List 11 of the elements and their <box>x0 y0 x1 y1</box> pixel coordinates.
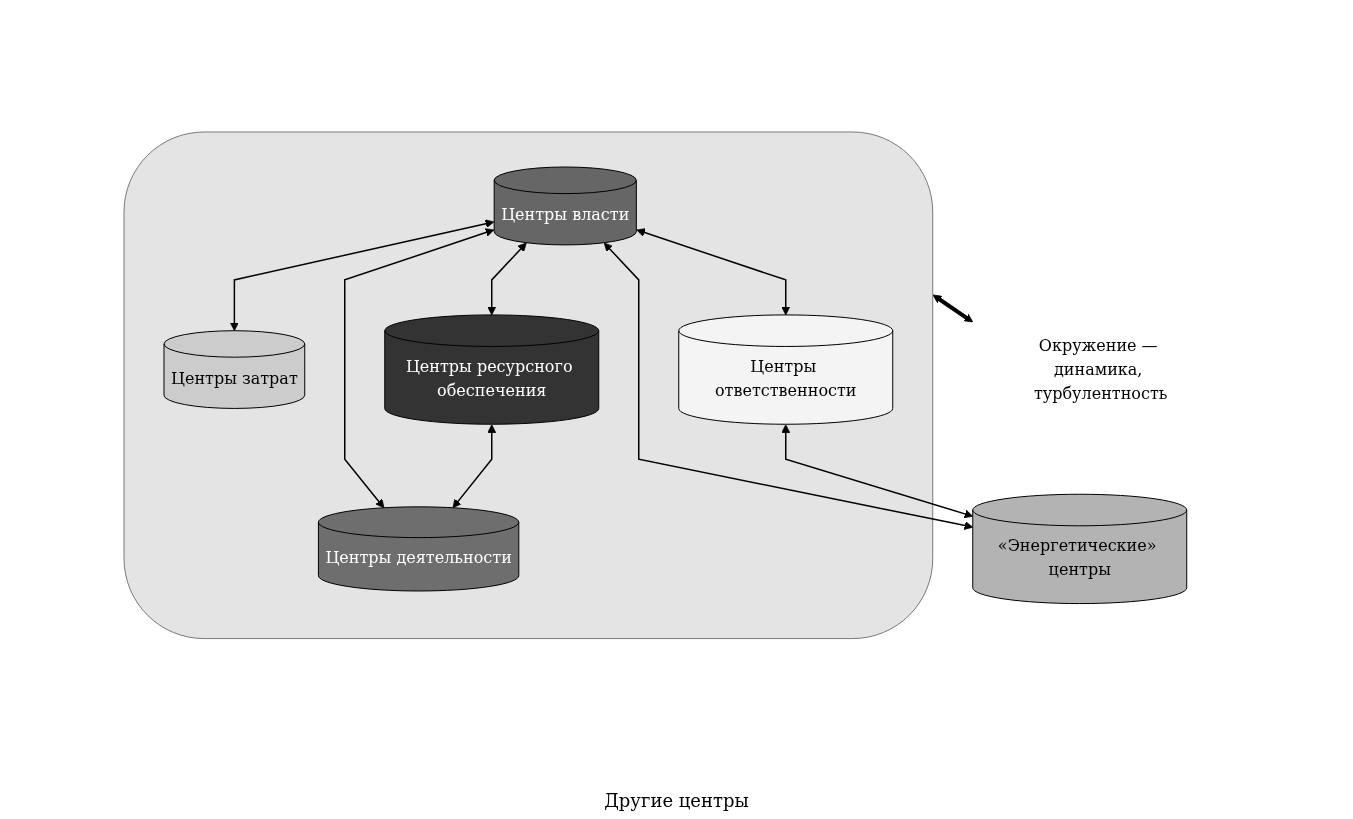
arrow <box>487 242 527 315</box>
cluster <box>123 131 934 639</box>
arrow <box>603 242 974 530</box>
note-text: Другие центры <box>604 790 749 811</box>
arrow <box>781 423 974 518</box>
arrow <box>636 228 791 315</box>
arrow <box>344 228 495 508</box>
arrow <box>932 294 974 323</box>
node-text: Окружение — динамика, турбулентность <box>1034 335 1168 403</box>
arrow <box>452 423 497 508</box>
arrow <box>230 219 495 331</box>
